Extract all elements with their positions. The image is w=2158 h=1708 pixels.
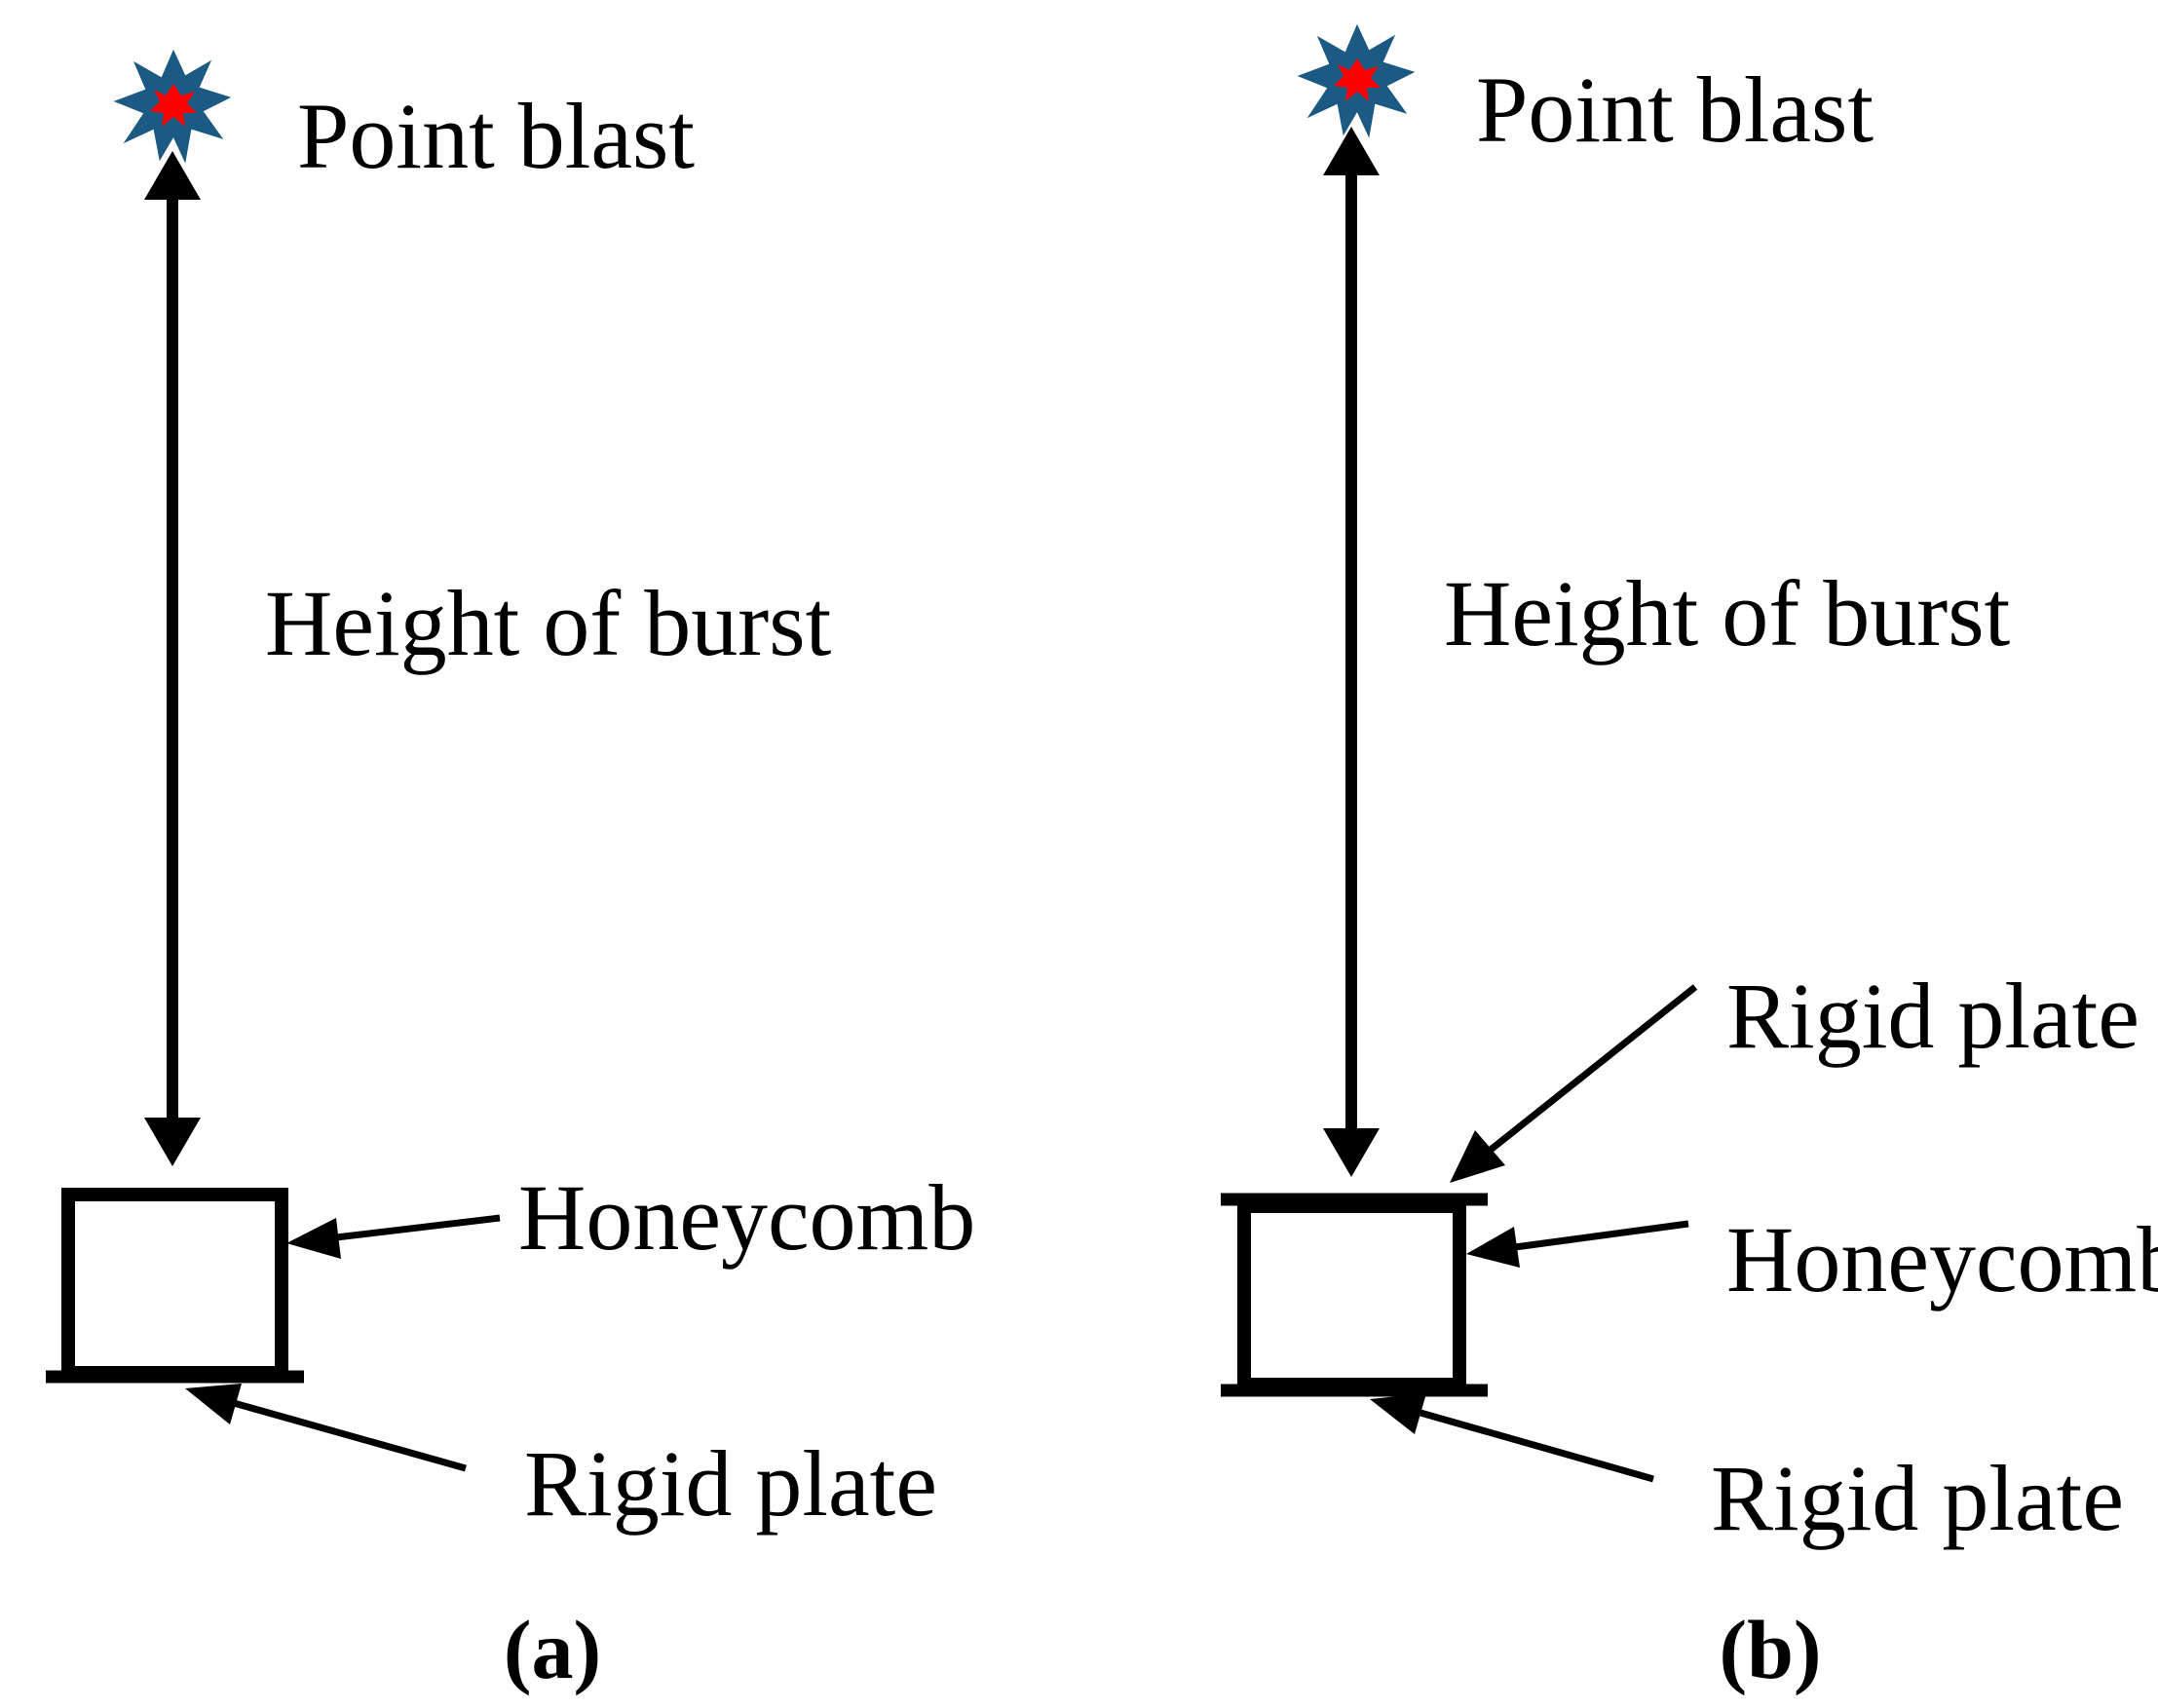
honeycomb-pointer-head [1466, 1227, 1520, 1268]
height-arrow-down-head [144, 1118, 201, 1166]
top-rigid-plate-pointer-head [1450, 1130, 1505, 1183]
honeycomb-pointer-line [335, 1214, 501, 1241]
honeycomb-pointer-head [286, 1218, 341, 1259]
height-arrow-up-head [144, 151, 201, 200]
explosion-icon [1297, 23, 1416, 138]
explosion-icon [113, 49, 232, 164]
bottom-rigid-plate-pointer-line [1420, 1409, 1654, 1483]
rigid-plate-pointer-line [233, 1399, 467, 1472]
top-rigid-plate-pointer-line [1488, 984, 1698, 1153]
point-blast-label: Point blast [297, 84, 695, 188]
panel-a: Point blast Height of burst Honeycomb Ri… [46, 49, 975, 1696]
bottom-rigid-plate-pointer-head [1370, 1393, 1426, 1434]
rigid-plate-label: Rigid plate [524, 1431, 937, 1536]
panel-b: Point blast Height of burst Rigid plate … [1221, 23, 2158, 1696]
height-arrow-down-head [1323, 1128, 1380, 1177]
honeycomb-block [61, 1188, 288, 1380]
rigid-plate-pointer-head [185, 1384, 242, 1424]
top-rigid-plate-label: Rigid plate [1726, 964, 2139, 1068]
caption-b: (b) [1719, 1603, 1821, 1696]
bottom-rigid-plate-label: Rigid plate [1711, 1446, 2124, 1550]
caption-a: (a) [504, 1603, 601, 1696]
honeycomb-block [1237, 1199, 1466, 1391]
honeycomb-label: Honeycomb [518, 1165, 975, 1270]
height-arrow-up-head [1323, 127, 1380, 175]
honeycomb-pointer-line [1514, 1220, 1689, 1251]
honeycomb-label: Honeycomb [1726, 1207, 2158, 1311]
height-of-burst-label: Height of burst [1444, 561, 2011, 665]
height-of-burst-label: Height of burst [265, 571, 832, 675]
point-blast-label: Point blast [1476, 57, 1874, 162]
burst-inner-shape [150, 84, 197, 127]
burst-inner-shape [1334, 58, 1381, 101]
